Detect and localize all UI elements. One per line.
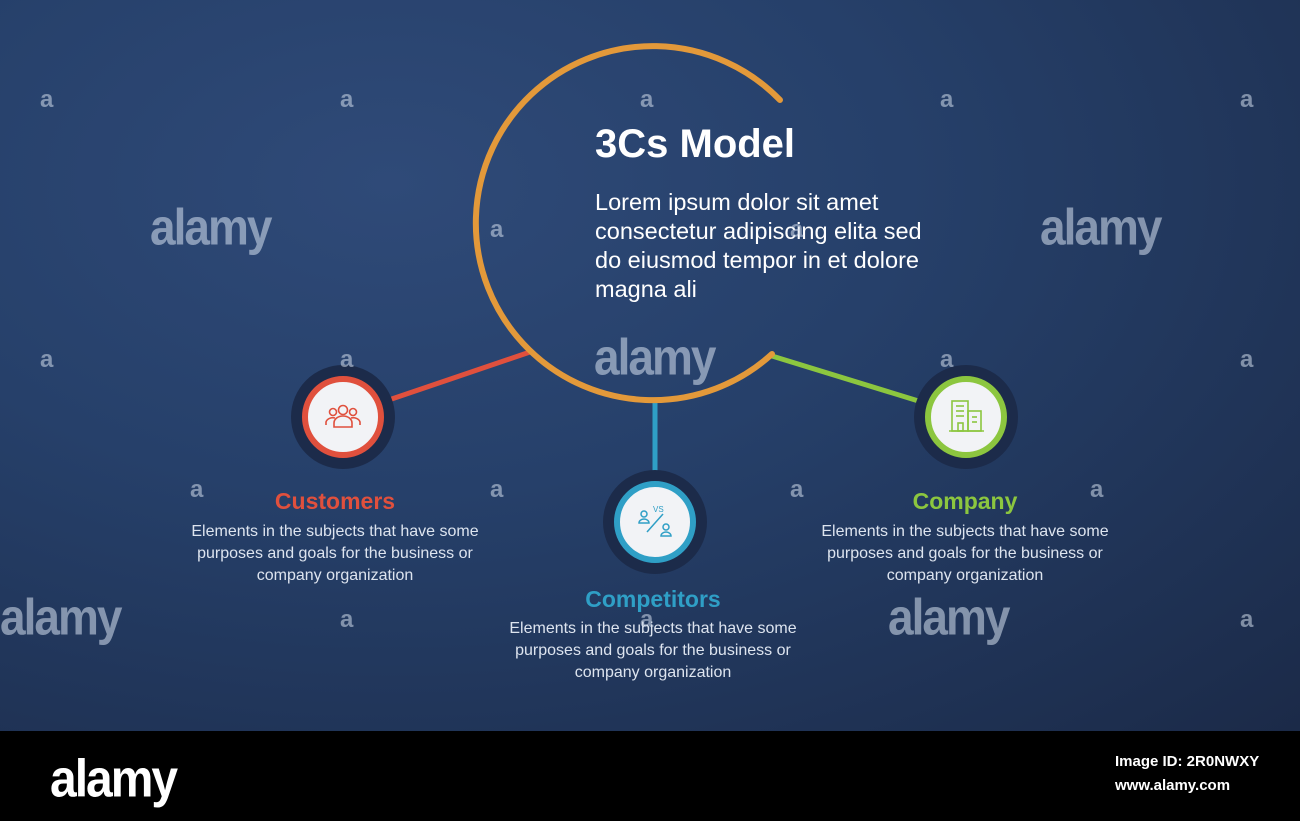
diagram-description: Lorem ipsum dolor sit amet consectetur a…	[595, 189, 922, 302]
watermark-mark: a	[1240, 86, 1254, 113]
watermark-mark: a	[1240, 606, 1254, 633]
customers-node	[291, 365, 395, 469]
watermark-mark: a	[40, 346, 54, 373]
watermark-mark: a	[490, 216, 504, 243]
company-connector	[769, 353, 928, 406]
image-id: Image ID: 2R0NWXY	[1115, 753, 1260, 770]
competitors-description: Elements in the subjects that have some …	[509, 620, 797, 681]
footer-url[interactable]: www.alamy.com	[1115, 777, 1231, 794]
watermark-mark: a	[1240, 346, 1254, 373]
company-label: Company	[912, 488, 1018, 514]
watermark-mark: a	[790, 216, 804, 243]
watermark-mark: a	[640, 86, 654, 113]
watermark-brand: alamy	[1040, 198, 1162, 256]
company-node	[914, 365, 1018, 469]
diagram-canvas: VS 3Cs Model Lorem ipsum dolor sit amet …	[0, 0, 1300, 731]
main-arc	[472, 43, 783, 404]
watermark-brand: alamy	[0, 588, 122, 646]
people-group-icon	[321, 395, 365, 439]
company-description: Elements in the subjects that have some …	[821, 523, 1109, 584]
watermark-mark: a	[340, 346, 354, 373]
watermark-mark: a	[340, 86, 354, 113]
footer-logo[interactable]: alamy	[50, 750, 178, 809]
watermark-brand: alamy	[594, 328, 716, 386]
watermark-mark: a	[640, 606, 654, 633]
watermark-mark: a	[40, 86, 54, 113]
watermark-mark: a	[340, 606, 354, 633]
watermark-mark: a	[940, 346, 954, 373]
customers-description: Elements in the subjects that have some …	[191, 523, 479, 584]
office-building-icon	[944, 395, 988, 439]
watermark-brand: alamy	[888, 588, 1010, 646]
competitors-label: Competitors	[585, 586, 721, 612]
customers-connector	[377, 349, 533, 406]
watermark-mark: a	[190, 476, 204, 503]
customers-label: Customers	[274, 488, 396, 514]
connector-diagram	[291, 43, 1018, 574]
diagram-title: 3Cs Model	[595, 122, 796, 166]
svg-text:VS: VS	[653, 505, 664, 514]
watermark-mark: a	[490, 476, 504, 503]
watermark-brand: alamy	[150, 198, 272, 256]
versus-people-icon: VS	[633, 500, 677, 544]
watermark-mark: a	[940, 86, 954, 113]
watermark-mark: a	[790, 476, 804, 503]
watermark-mark: a	[1090, 476, 1104, 503]
footer-bar: alamy Image ID: 2R0NWXY www.alamy.com	[0, 731, 1300, 821]
